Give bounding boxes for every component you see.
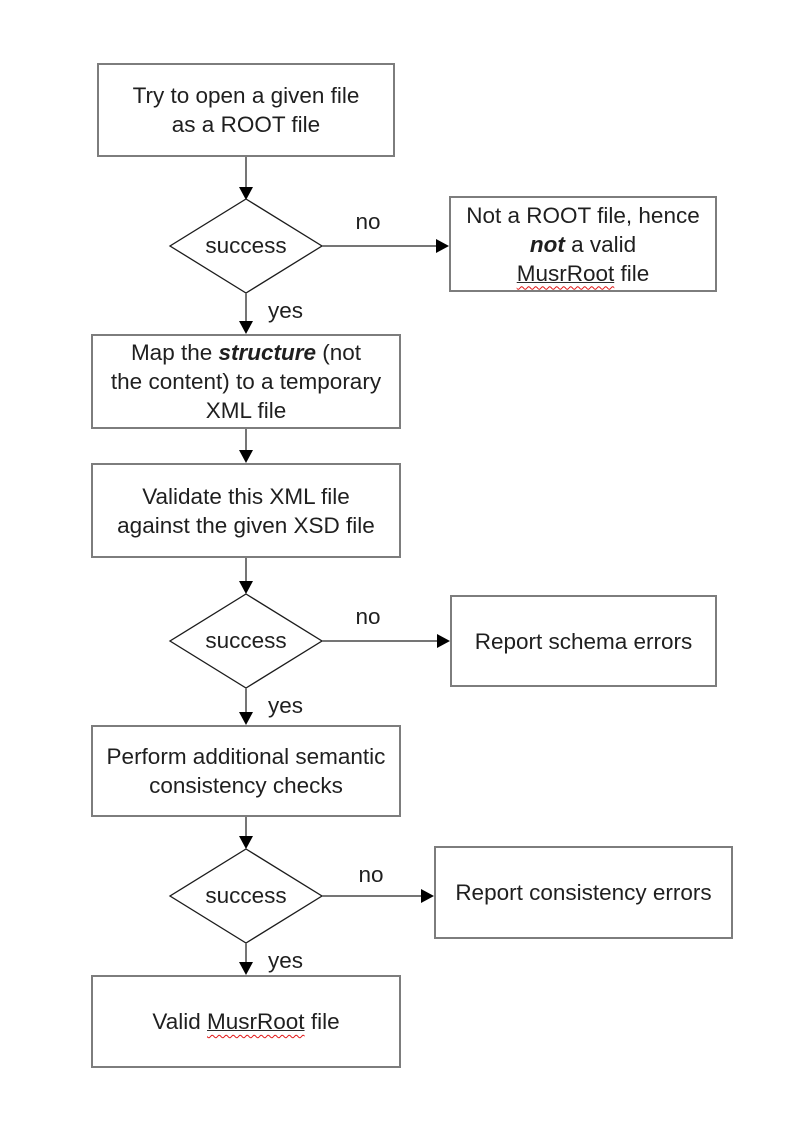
node-map-xml-line1-post: (not — [316, 340, 362, 365]
edge-label-no-1: no — [355, 209, 381, 234]
arrow-semantic-to-decision3 — [239, 817, 253, 849]
edge-label-yes-3: yes — [268, 948, 304, 973]
arrow-validate-to-decision2 — [239, 558, 253, 594]
node-consistency-errors: Report consistency errors — [434, 846, 733, 939]
node-validate-line2: against the given XSD file — [117, 512, 375, 538]
node-consistency-errors-text: Report consistency errors — [455, 880, 712, 905]
node-valid-file-post: file — [304, 1009, 340, 1034]
node-start-line2: as a ROOT file — [171, 112, 321, 137]
arrowhead-down-icon — [239, 581, 253, 594]
node-semantic-checks-line2: consistency checks — [149, 773, 343, 798]
node-schema-errors: Report schema errors — [450, 595, 717, 687]
misspelled-word: MusrRoot — [207, 1009, 305, 1034]
arrow-decision3-to-valid — [239, 943, 253, 975]
node-start: Try to open a given file as a ROOT file — [97, 63, 395, 157]
node-valid-file-pre: Valid — [152, 1009, 208, 1034]
arrow-start-to-decision1 — [239, 157, 253, 200]
arrowhead-down-icon — [239, 962, 253, 975]
arrow-decision3-to-consistency-errors — [322, 889, 434, 903]
edge-label-yes-1: yes — [268, 298, 304, 323]
node-valid-file-text: Valid MusrRoot file — [152, 1007, 339, 1036]
arrowhead-right-icon — [421, 889, 434, 903]
arrow-decision2-to-schema-errors — [322, 634, 450, 648]
node-validate: Validate this XML file against the given… — [91, 463, 401, 558]
misspelled-word: MusrRoot — [516, 260, 615, 286]
decision3-label: success — [205, 883, 287, 908]
arrowhead-right-icon — [437, 634, 450, 648]
node-map-xml-line1: Map the structure (not — [131, 338, 361, 367]
node-semantic-checks-line1: Perform additional semantic — [106, 744, 386, 769]
node-semantic-checks: Perform additional semantic consistency … — [91, 725, 401, 817]
arrow-decision1-to-map-xml — [239, 293, 253, 334]
arrowhead-down-icon — [239, 712, 253, 725]
node-not-root: Not a ROOT file, hence not a valid MusrR… — [449, 196, 717, 292]
node-not-root-line3-rest: file — [614, 260, 650, 286]
node-not-root-line1: Not a ROOT file, hence — [466, 202, 700, 228]
node-not-root-line2: not a valid — [530, 230, 636, 259]
edge-label-no-2: no — [355, 604, 381, 629]
edge-label-no-3: no — [358, 862, 384, 887]
node-validate-line1: Validate this XML file — [142, 483, 350, 509]
edge-label-yes-2: yes — [268, 693, 304, 718]
node-not-root-line3: MusrRoot file — [517, 259, 650, 288]
arrowhead-down-icon — [239, 321, 253, 334]
underlined-word: MusrRoot — [517, 261, 615, 286]
emphasized-word: not — [529, 231, 565, 257]
arrowhead-down-icon — [239, 450, 253, 463]
node-map-xml: Map the structure (not the content) to a… — [91, 334, 401, 429]
arrow-map-xml-to-validate — [239, 429, 253, 463]
node-schema-errors-text: Report schema errors — [474, 628, 693, 654]
arrowhead-down-icon — [239, 836, 253, 849]
node-map-xml-line3: XML file — [205, 398, 287, 423]
arrow-decision2-to-semantic — [239, 688, 253, 725]
decision2-label: success — [205, 628, 287, 653]
emphasized-word: structure — [218, 340, 317, 365]
node-start-line1: Try to open a given file — [132, 83, 360, 108]
node-valid-file: Valid MusrRoot file — [91, 975, 401, 1068]
node-map-xml-line1-pre: Map the — [130, 340, 219, 365]
decision1-label: success — [205, 233, 287, 258]
node-not-root-line2-rest: a valid — [564, 231, 637, 257]
node-map-xml-line2: the content) to a temporary — [110, 369, 382, 394]
arrow-decision1-to-not-root — [322, 239, 449, 253]
arrowhead-down-icon — [239, 187, 253, 200]
underlined-word: MusrRoot — [207, 1009, 305, 1034]
arrowhead-right-icon — [436, 239, 449, 253]
